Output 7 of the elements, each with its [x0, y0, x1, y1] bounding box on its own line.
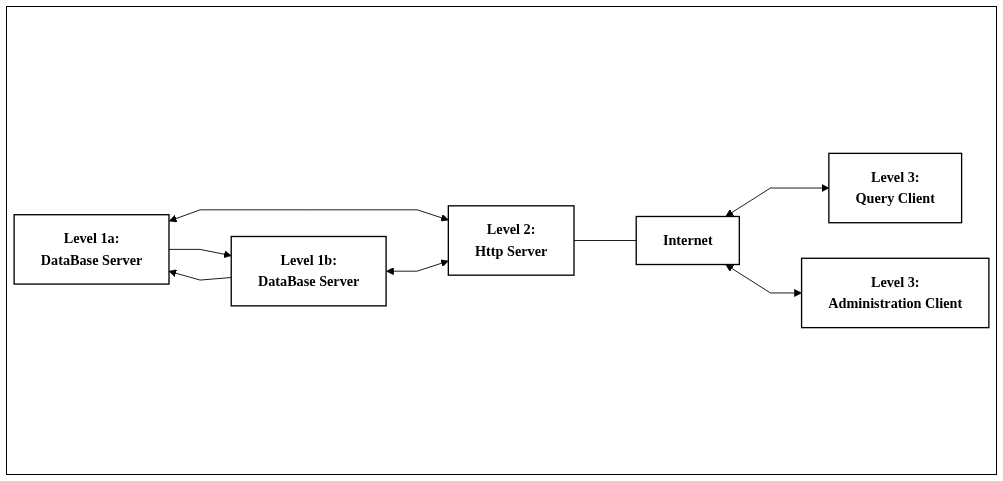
node-box: Level 3: Query Client [828, 152, 963, 224]
node-box: Level 1b: DataBase Server [230, 235, 387, 307]
node-box: Internet [635, 215, 740, 266]
connector [573, 240, 637, 241]
node-box: Level 1a: DataBase Server [13, 214, 170, 285]
node-box: Level 3: Administration Client [800, 257, 990, 329]
node-box: Level 2: Http Server [447, 205, 575, 276]
